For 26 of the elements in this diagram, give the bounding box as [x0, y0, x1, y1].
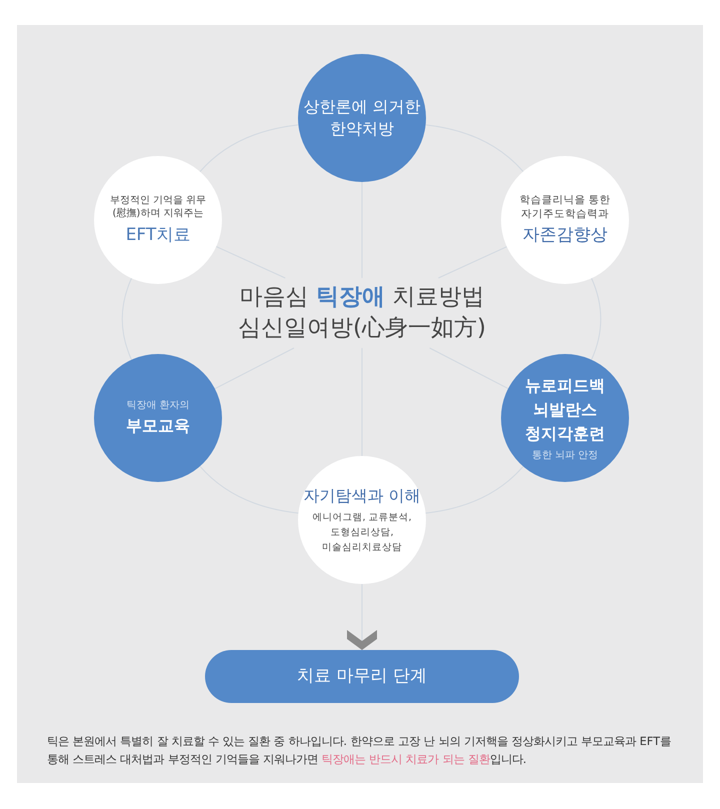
ring-line	[590, 278, 602, 360]
center-title: 마음심 틱장애 치료방법	[240, 282, 484, 312]
spoke-line	[429, 348, 509, 390]
circle-heading: 부모교육	[126, 415, 190, 438]
spoke-line	[216, 246, 286, 278]
stage-label: 치료 마무리 단계	[297, 665, 427, 688]
circle-heading: 뉴로피드백 뇌발란스 청지각훈련	[524, 374, 606, 445]
circle-heading: 자존감향상	[522, 224, 608, 248]
circle-caption: 틱장애 환자의	[126, 398, 190, 412]
spoke-line	[214, 348, 294, 390]
center-subtitle: 심신일여방(心身一如方)	[238, 314, 486, 343]
ring-line	[200, 466, 299, 514]
description-paragraph: 틱은 본원에서 특별히 잘 치료할 수 있는 질환 중 하나입니다. 한약으로 고장 난 뇌의 기저핵을 정상화시키고 부모교육과 EFT를 통해 스트레스 대처법과 부정적인 기억들을 지워나가면 틱장애는 반드시 치료가 되는 질환입니다.	[47, 734, 672, 768]
spoke-line	[438, 246, 508, 278]
circle-heading: EFT치료	[126, 224, 190, 246]
stage-button	[205, 650, 519, 703]
circle-caption: 부정적인 기억을 위무(慰撫)하며 지워주는	[108, 194, 208, 221]
ring-line	[122, 278, 132, 360]
ring-line	[425, 124, 524, 172]
circle-caption: 통한 뇌파 안정	[532, 448, 598, 462]
circle-caption: 에니어그램, 교류분석, 도형심리상담, 미술심리치료상담	[311, 510, 413, 555]
ring-line	[200, 124, 299, 172]
circle-heading: 상한론에 의거한 한약처방	[302, 96, 422, 140]
circle-heading: 자기탐색과 이해	[303, 484, 421, 507]
circle-caption: 학습클리닉을 통한 자기주도학습력과	[518, 192, 612, 222]
ring-line	[425, 466, 524, 514]
